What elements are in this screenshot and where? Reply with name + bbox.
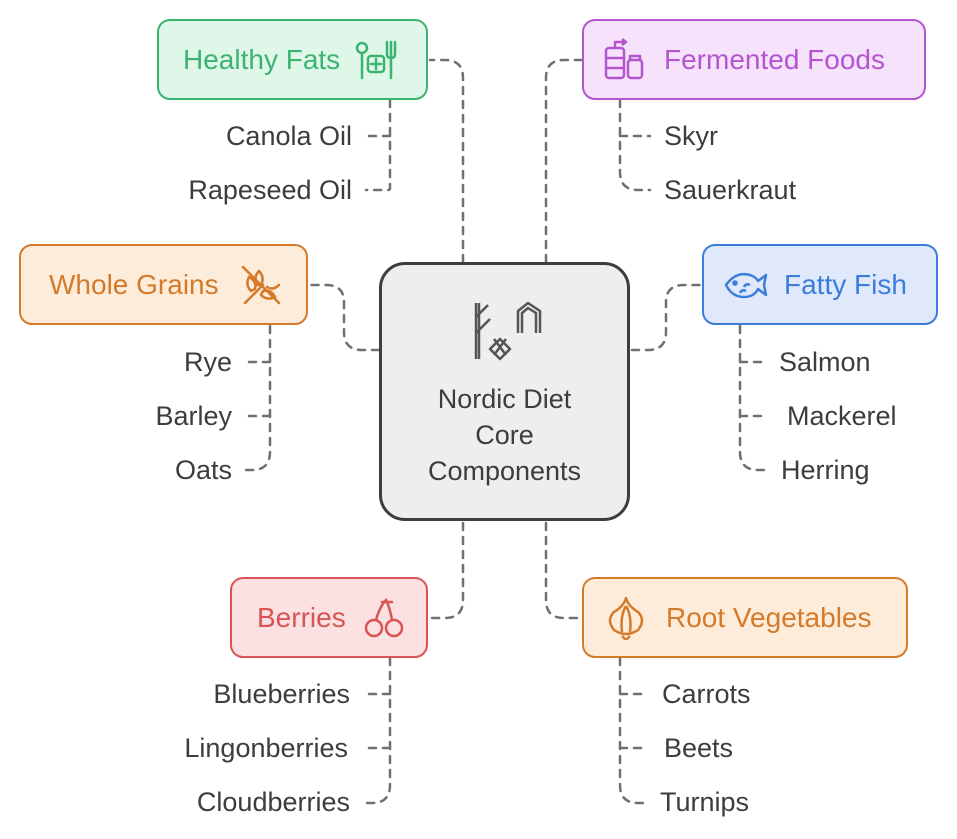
item-mackerel: Mackerel	[787, 401, 897, 431]
category-label: Fermented Foods	[664, 43, 885, 75]
category-label: Fatty Fish	[784, 268, 907, 300]
connector-fatty-fish	[630, 283, 704, 352]
item-rye: Rye	[183, 347, 232, 377]
item-turnips: Turnips	[660, 787, 750, 817]
item-canola-oil: Canola Oil	[225, 121, 352, 151]
category-label: Root Vegetables	[666, 601, 872, 633]
nordic-runes-icon	[474, 301, 542, 361]
item-beets: Beets	[664, 733, 734, 763]
category-label: Whole Grains	[49, 268, 219, 300]
fish-icon	[724, 272, 768, 298]
item-sauerkraut: Sauerkraut	[664, 175, 797, 205]
item-barley: Barley	[155, 401, 232, 431]
item-cloudberries: Cloudberries	[196, 787, 350, 817]
item-skyr: Skyr	[664, 121, 718, 151]
category-fermented-foods: Fermented Foods	[582, 19, 926, 100]
cutlery-plus-icon	[355, 40, 397, 79]
connector-item-canola	[364, 98, 392, 192]
cherries-icon	[364, 597, 403, 637]
fermentation-jars-icon	[604, 37, 644, 79]
connector-fish-items	[738, 324, 768, 472]
connector-fermented-foods	[544, 58, 584, 264]
category-root-vegetables: Root Vegetables	[582, 577, 908, 658]
category-berries: Berries	[230, 577, 428, 658]
center-node: Nordic Diet Core Components	[379, 262, 630, 521]
connector-item-skyr	[618, 98, 652, 192]
item-lingonberries: Lingonberries	[184, 733, 348, 763]
item-carrots: Carrots	[662, 679, 751, 709]
item-salmon: Salmon	[779, 347, 871, 377]
category-whole-grains: Whole Grains	[19, 244, 308, 325]
item-oats: Oats	[174, 455, 232, 485]
item-herring: Herring	[781, 455, 870, 485]
connector-berry-items	[362, 656, 392, 805]
connector-whole-grains	[308, 283, 381, 352]
center-title: Nordic Diet Core Components	[427, 384, 582, 486]
item-rapeseed-oil: Rapeseed Oil	[188, 175, 352, 205]
item-blueberries: Blueberries	[213, 679, 350, 709]
connector-root-items	[618, 656, 650, 805]
category-fatty-fish: Fatty Fish	[702, 244, 938, 325]
category-label: Berries	[257, 601, 346, 633]
category-label: Healthy Fats	[183, 43, 341, 75]
category-healthy-fats: Healthy Fats	[157, 19, 428, 100]
connector-berries	[428, 521, 465, 620]
connector-root-vegetables	[544, 521, 584, 620]
connector-grain-items	[242, 324, 272, 472]
connector-healthy-fats	[428, 58, 465, 264]
wheat-off-icon	[241, 265, 280, 304]
onion-icon	[608, 596, 644, 640]
